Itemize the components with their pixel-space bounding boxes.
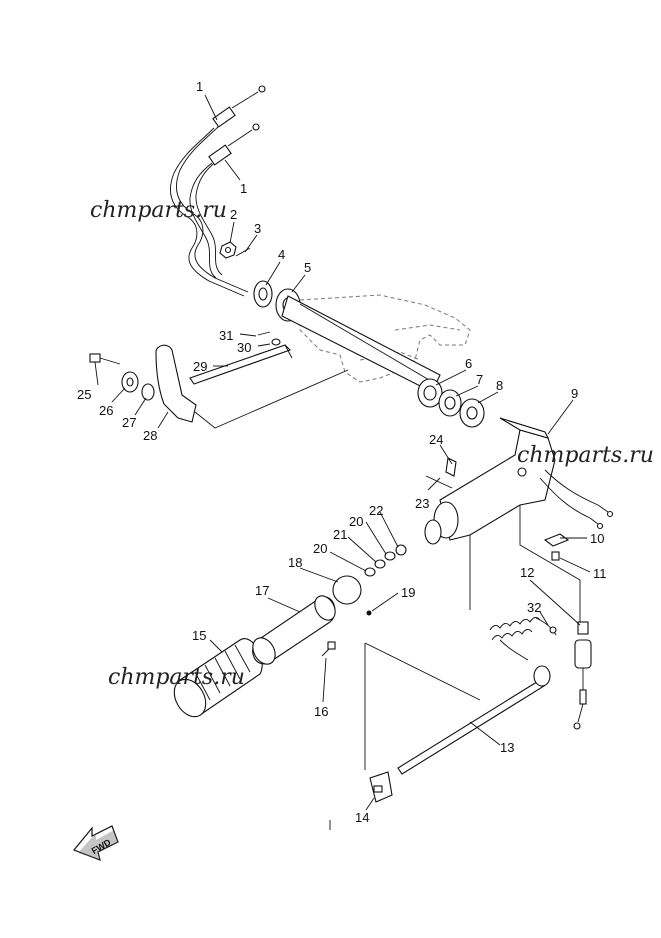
screw-11	[551, 551, 560, 561]
callout-15: 15	[192, 628, 206, 643]
washer-27	[141, 383, 155, 401]
grip-15	[173, 638, 263, 718]
callout-26: 26	[99, 403, 113, 418]
rod-29	[189, 344, 293, 385]
wing-screw-24	[445, 457, 457, 477]
steering-shaft	[281, 295, 441, 393]
callout-10: 10	[590, 531, 604, 546]
callout-27: 27	[122, 415, 136, 430]
return-spring	[489, 617, 541, 641]
callout-30: 30	[237, 340, 251, 355]
callout-4: 4	[278, 247, 285, 262]
watermark-1: chmparts.ru	[90, 198, 227, 223]
cap-18	[332, 575, 362, 605]
screw-16	[321, 641, 336, 657]
throttle-grip-17	[252, 595, 336, 665]
callout-1b: 1	[240, 181, 247, 196]
collar-26	[121, 371, 139, 393]
bracket-ghost-outline	[299, 294, 471, 383]
callout-11: 11	[593, 566, 607, 581]
throttle-shaft-13	[397, 665, 551, 775]
washer-21	[374, 559, 386, 569]
washer-6	[417, 378, 443, 408]
callout-2: 2	[230, 207, 237, 222]
nut-22	[395, 544, 407, 556]
friction-lever-28	[155, 344, 197, 423]
nut-2	[219, 241, 237, 259]
callout-12: 12	[520, 565, 534, 580]
stop-switch-12	[573, 621, 592, 730]
callout-24: 24	[429, 432, 443, 447]
callout-32: 32	[527, 600, 541, 615]
callout-23: 23	[415, 496, 429, 511]
callout-28: 28	[143, 428, 157, 443]
assembly-leaders	[194, 369, 581, 830]
washer-8	[459, 398, 485, 428]
fwd-arrow-icon: FWD	[73, 825, 119, 861]
bolt-19	[366, 610, 372, 616]
callout-29: 29	[193, 359, 207, 374]
callout-20b: 20	[349, 514, 363, 529]
bushing-4	[253, 280, 273, 308]
watermarks: chmparts.ru chmparts.ru chmparts.ru	[90, 198, 654, 690]
callout-31: 31	[219, 328, 233, 343]
callout-21: 21	[333, 527, 347, 542]
washer-20b	[384, 551, 396, 561]
callout-9: 9	[571, 386, 578, 401]
washer-7	[438, 389, 462, 417]
callout-18: 18	[288, 555, 302, 570]
callout-1a: 1	[196, 79, 203, 94]
callout-25: 25	[77, 387, 91, 402]
watermark-2: chmparts.ru	[517, 443, 654, 468]
washer-30	[271, 338, 281, 346]
callout-22: 22	[369, 503, 383, 518]
callout-5: 5	[304, 260, 311, 275]
callout-16: 16	[314, 704, 328, 719]
callout-labels: 1 1 2 3 4 5 6 7 8 9 10 11 12 13 14 15 16…	[77, 79, 607, 825]
bolt-25	[89, 353, 121, 365]
callout-6: 6	[465, 356, 472, 371]
callout-8: 8	[496, 378, 503, 393]
callout-14: 14	[355, 810, 369, 825]
plate-10	[543, 533, 570, 547]
pin-31	[257, 331, 271, 336]
washer-20a	[364, 567, 376, 577]
joint-14	[369, 771, 393, 803]
steering-handle-9	[424, 417, 614, 545]
bolt-23	[425, 475, 453, 489]
callout-13: 13	[500, 740, 514, 755]
clip-32	[499, 617, 557, 661]
callout-20a: 20	[313, 541, 327, 556]
callout-leaders	[94, 94, 591, 811]
bolt-3	[235, 247, 251, 257]
callout-19: 19	[401, 585, 415, 600]
callout-7: 7	[476, 372, 483, 387]
callout-17: 17	[255, 583, 269, 598]
callout-3: 3	[254, 221, 261, 236]
watermark-3: chmparts.ru	[108, 665, 245, 690]
throttle-cables	[170, 85, 266, 297]
